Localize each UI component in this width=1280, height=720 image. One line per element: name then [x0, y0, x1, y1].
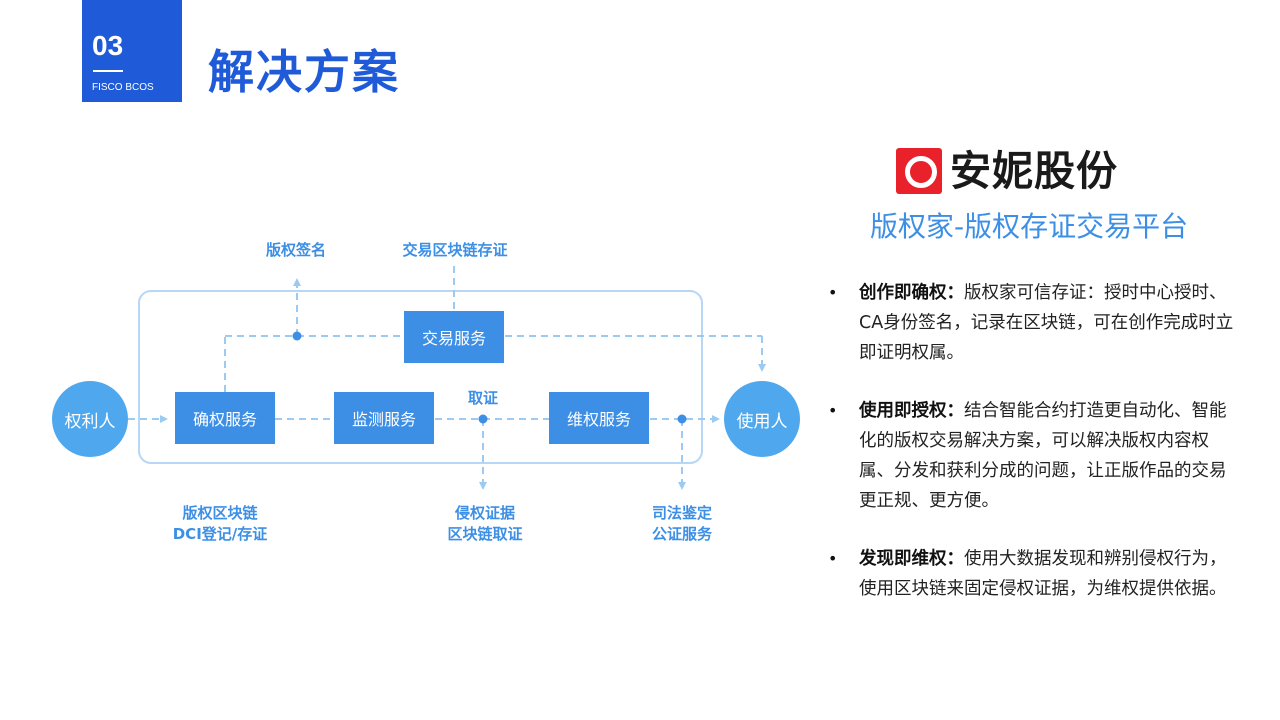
bullet-item: • 使用即授权：结合智能合约打造更自动化、智能化的版权交易解决方案，可以解决版权…: [824, 396, 1234, 516]
label-copyright-chain: 版权区块链 DCI登记/存证: [172, 504, 268, 543]
section-subtitle: FISCO BCOS: [92, 82, 154, 93]
bullet-dot-icon: •: [828, 283, 838, 302]
junction-evidence: [478, 414, 488, 424]
section-badge: 03 FISCO BCOS: [82, 0, 182, 102]
bullet-body: 结合智能合约打造更自动化、智能化的版权交易解决方案，可以解决版权内容权属、分发和…: [859, 401, 1227, 511]
bullet-dot-icon: •: [828, 549, 838, 568]
badge-divider: [93, 70, 123, 72]
node-owner: 权利人: [52, 381, 128, 457]
company-logo: 安妮股份: [896, 147, 1136, 196]
bullet-head: 发现即维权：: [859, 549, 964, 569]
logo-text: 安妮股份: [950, 147, 1118, 195]
box-monitor-service: 监测服务: [334, 392, 434, 444]
node-user: 使用人: [724, 381, 800, 457]
logo-mark-icon: [896, 148, 942, 194]
junction-judicial: [677, 414, 687, 424]
box-tx-service: 交易服务: [404, 311, 504, 363]
label-judicial: 司法鉴定 公证服务: [651, 504, 712, 543]
bullet-item: • 发现即维权：使用大数据发现和辨别侵权行为，使用区块链来固定侵权证据，为维权提…: [824, 544, 1234, 604]
diagram-connectors: [128, 266, 766, 490]
junction-signature: [292, 331, 302, 341]
label-infringe-evidence: 侵权证据 区块链取证: [447, 504, 523, 543]
flow-diagram: 版权签名 交易区块链存证 交易服务 确权服务 监测服务 维权服务 权利人 使用人…: [52, 241, 800, 543]
box-confirm-service: 确权服务: [175, 392, 275, 444]
platform-frame: [138, 290, 703, 464]
box-rights-service: 维权服务: [549, 392, 649, 444]
bullet-list: • 创作即确权：版权家可信存证：授时中心授时、CA身份签名，记录在区块链，可在创…: [824, 278, 1234, 632]
bullet-head: 使用即授权：: [859, 401, 964, 421]
bullet-body: 版权家可信存证：授时中心授时、CA身份签名，记录在区块链，可在创作完成时立即证明…: [859, 283, 1234, 363]
bullet-dot-icon: •: [828, 401, 838, 420]
page-title: 解决方案: [208, 45, 400, 99]
section-number: 03: [92, 30, 124, 61]
label-signature: 版权签名: [265, 241, 326, 259]
bullet-body: 使用大数据发现和辨别侵权行为，使用区块链来固定侵权证据，为维权提供依据。: [859, 549, 1227, 599]
bullet-item: • 创作即确权：版权家可信存证：授时中心授时、CA身份签名，记录在区块链，可在创…: [824, 278, 1234, 368]
bullet-head: 创作即确权：: [859, 283, 964, 303]
label-tx-chain: 交易区块链存证: [402, 241, 508, 259]
label-evidence-collection: 取证: [467, 389, 498, 407]
platform-subtitle: 版权家-版权存证交易平台: [870, 210, 1189, 243]
